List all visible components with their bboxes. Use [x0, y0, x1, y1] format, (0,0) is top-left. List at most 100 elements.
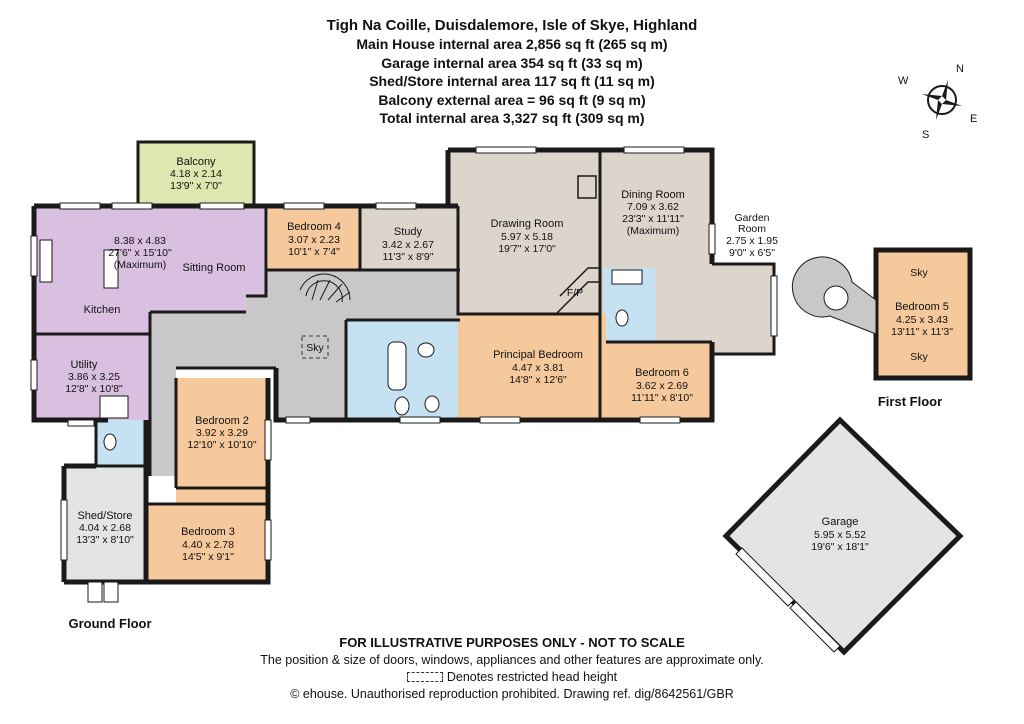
compass-east: E	[970, 113, 977, 125]
garage-area[interactable]	[722, 416, 964, 656]
bedroom-3-wardrobe	[176, 488, 268, 504]
footer: FOR ILLUSTRATIVE PURPOSES ONLY - NOT TO …	[0, 634, 1024, 703]
sky-label-hall: Sky	[306, 342, 324, 354]
kitchen-label: Kitchen	[84, 304, 121, 316]
sky-label-bedroom-5-top: Sky	[910, 267, 928, 279]
copyright: © ehouse. Unauthorised reproduction proh…	[290, 687, 734, 701]
utility-dims-imperial: 12'8" x 10'8"	[65, 383, 123, 395]
dining-dims-max: (Maximum)	[627, 225, 680, 237]
main-house-area: Main House internal area 2,856 sq ft (26…	[356, 36, 668, 52]
sitting-dims-max: (Maximum)	[114, 259, 167, 271]
utility-dims-metric: 3.86 x 3.25	[68, 371, 120, 383]
principal-bedroom-label: Principal Bedroom	[493, 349, 583, 361]
garden-dims-imperial: 9'0" x 6'5"	[729, 247, 775, 259]
header: Tigh Na Coille, Duisdalemore, Isle of Sk…	[0, 16, 1024, 128]
study-label: Study	[394, 226, 423, 238]
sitting-dims-metric: 8.38 x 4.83	[114, 235, 166, 247]
bedroom-6-area[interactable]	[606, 342, 712, 420]
compass-west: W	[898, 75, 909, 87]
bedroom-3-area[interactable]	[146, 504, 268, 582]
bedroom-2-area[interactable]	[176, 378, 268, 488]
shed-store-area[interactable]	[64, 466, 146, 582]
bedroom-2-dims-metric: 3.92 x 3.29	[196, 427, 248, 439]
bedroom-3-dims-metric: 4.40 x 2.78	[182, 539, 234, 551]
legend: Denotes restricted head height	[0, 669, 1024, 686]
first-floor-plan	[791, 247, 973, 381]
sky-label-bedroom-5-bottom: Sky	[910, 351, 928, 363]
dining-dims-imperial: 23'3" x 11'11"	[622, 213, 684, 225]
bedroom-5-dims-imperial: 13'11" x 11'3"	[891, 326, 953, 338]
drawing-dims-metric: 5.97 x 5.18	[501, 231, 553, 243]
garden-room-area[interactable]	[712, 264, 774, 354]
bedroom-6-label: Bedroom 6	[635, 367, 689, 379]
garage-label: Garage	[822, 516, 859, 528]
fireplace-label: F/P	[567, 287, 583, 299]
ground-floor-plan	[34, 142, 774, 582]
bedroom-4-dims-imperial: 10'1" x 7'4"	[288, 246, 340, 258]
bedroom-2-label: Bedroom 2	[195, 415, 249, 427]
balcony-label: Balcony	[176, 156, 216, 168]
room-labels: Balcony 4.18 x 2.14 13'9" x 7'0" 8.38 x …	[65, 156, 953, 563]
bedroom-6-dims-imperial: 11'11" x 8'10"	[631, 392, 693, 404]
sitting-dims-imperial: 27'6" x 15'10"	[108, 247, 172, 259]
garden-room-label: Garden	[734, 212, 769, 224]
hall-area[interactable]	[150, 270, 460, 476]
utility-label: Utility	[71, 359, 98, 371]
dashed-box-icon	[406, 672, 443, 682]
bathroom-fittings	[39, 239, 643, 451]
approximation-note: The position & size of doors, windows, a…	[260, 653, 764, 667]
external-doors	[67, 419, 119, 603]
garage-area-text: Garage internal area 354 sq ft (33 sq m)	[381, 54, 643, 71]
utility-area[interactable]	[34, 334, 150, 420]
bedroom-6-dims-metric: 3.62 x 2.69	[636, 380, 688, 392]
bedroom-4-dims-metric: 3.07 x 2.23	[288, 234, 340, 246]
ground-floor-label: Ground Floor	[68, 616, 151, 631]
balcony-dims-imperial: 13'9" x 7'0"	[170, 180, 222, 192]
bedroom-4-label: Bedroom 4	[287, 221, 341, 233]
fireplace	[555, 175, 600, 315]
drawing-dims-imperial: 19'7" x 17'0"	[498, 243, 556, 255]
principal-dims-metric: 4.47 x 3.81	[512, 362, 564, 374]
compass-north: N	[956, 63, 964, 75]
compass-south: S	[922, 129, 929, 141]
bedroom-4-area[interactable]	[268, 206, 360, 270]
principal-bedroom-area[interactable]	[458, 314, 606, 420]
dining-dims-metric: 7.09 x 3.62	[627, 201, 679, 213]
bedroom-5-dims-metric: 4.25 x 3.43	[896, 314, 948, 326]
shed-dims-metric: 4.04 x 2.68	[79, 522, 131, 534]
bedroom-3-label: Bedroom 3	[181, 526, 235, 538]
garage-dims-metric: 5.95 x 5.52	[814, 529, 866, 541]
windows	[30, 146, 778, 561]
drawing-room-label: Drawing Room	[491, 218, 564, 230]
balcony-area[interactable]	[138, 142, 254, 206]
garage-dims-imperial: 19'6" x 18'1"	[811, 541, 869, 553]
shed-store-label: Shed/Store	[77, 510, 132, 522]
study-area[interactable]	[360, 206, 458, 270]
garage-doors	[735, 547, 841, 653]
disclaimer: FOR ILLUSTRATIVE PURPOSES ONLY - NOT TO …	[339, 635, 685, 650]
study-dims-imperial: 11'3" x 8'9"	[383, 251, 434, 263]
bedroom-3-dims-imperial: 14'5" x 9'1"	[182, 551, 234, 563]
garage-plan	[722, 416, 964, 656]
first-floor-label: First Floor	[878, 394, 942, 409]
dining-room-label: Dining Room	[621, 189, 685, 201]
balcony-area-text: Balcony external area = 96 sq ft (9 sq m…	[378, 91, 646, 108]
study-dims-metric: 3.42 x 2.67	[382, 239, 434, 251]
compass-icon: N S E W	[898, 63, 977, 141]
garden-room-label-2: Room	[738, 223, 766, 235]
principal-dims-imperial: 14'8" x 12'6"	[509, 374, 567, 386]
legend-text: Denotes restricted head height	[446, 670, 618, 684]
sitting-room-label: Sitting Room	[183, 262, 246, 274]
total-area-text: Total internal area 3,327 sq ft (309 sq …	[379, 110, 645, 126]
shed-area-text: Shed/Store internal area 117 sq ft (11 s…	[369, 73, 655, 89]
drawing-room-area[interactable]	[448, 150, 600, 314]
bedroom-5-label: Bedroom 5	[895, 301, 949, 313]
first-floor-stairs	[791, 256, 877, 335]
balcony-dims-metric: 4.18 x 2.14	[170, 168, 222, 180]
spiral-stairs	[299, 273, 351, 303]
property-title: Tigh Na Coille, Duisdalemore, Isle of Sk…	[326, 17, 698, 34]
bedroom-2-dims-imperial: 12'10" x 10'10"	[187, 439, 257, 451]
garden-dims-metric: 2.75 x 1.95	[726, 235, 778, 247]
shed-dims-imperial: 13'3" x 8'10"	[76, 534, 134, 546]
